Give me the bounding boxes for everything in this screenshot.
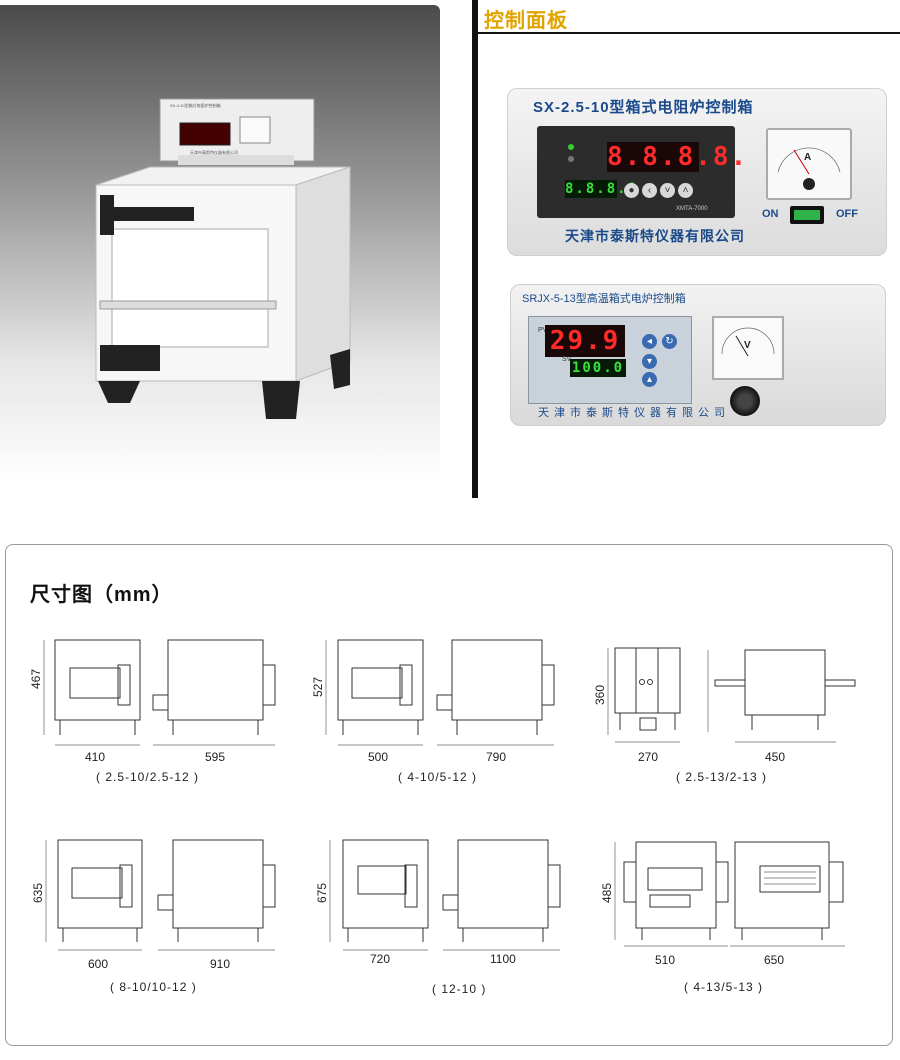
front-view-drawing	[607, 647, 681, 743]
switch-off-label: OFF	[836, 208, 858, 220]
set-key-button[interactable]: ◂	[642, 334, 657, 349]
model-code: ( 12-10 )	[432, 982, 487, 996]
height-label: 360	[593, 684, 608, 706]
width-label: 600	[88, 957, 109, 971]
depth-label: 910	[210, 957, 231, 971]
temperature-controller	[537, 126, 735, 218]
section-title: 控制面板	[484, 10, 568, 32]
dimension-panel	[5, 544, 893, 1046]
front-view-drawing	[45, 839, 143, 951]
switch-on-label: ON	[762, 208, 779, 220]
indicator-light-icon	[568, 144, 574, 150]
depth-label: 790	[486, 750, 507, 764]
front-view-drawing	[325, 639, 424, 746]
front-view-drawing	[43, 639, 141, 746]
depth-label: 650	[764, 953, 785, 967]
side-view-drawing	[707, 649, 856, 743]
side-view-drawing	[436, 639, 555, 746]
cycle-key-button[interactable]: ↻	[662, 334, 677, 349]
model-code: ( 2.5-10/2.5-12 )	[96, 770, 200, 784]
set-key-button[interactable]: ●	[624, 183, 639, 198]
small-box-company: 天津市泰斯特仪器有限公司	[190, 150, 238, 155]
controller-model: XMTA-7000	[676, 206, 708, 212]
height-label: 527	[311, 676, 326, 698]
adjust-knob-icon[interactable]	[730, 386, 760, 416]
depth-label: 595	[205, 750, 226, 764]
product-photo: SX-4-10型箱式电阻炉控制箱 天津市泰斯特仪器有限公司	[0, 5, 440, 481]
front-view-drawing	[614, 841, 729, 947]
indicator-light-icon	[568, 156, 574, 162]
depth-label: 1100	[490, 952, 516, 966]
power-switch[interactable]	[790, 206, 824, 224]
model-code: ( 2.5-13/2-13 )	[676, 770, 768, 784]
left-key-button[interactable]: ‹	[642, 183, 657, 198]
down-key-button[interactable]: ▾	[642, 354, 657, 369]
model-code: ( 4-13/5-13 )	[684, 980, 764, 994]
ammeter-unit: A	[804, 152, 812, 163]
up-key-button[interactable]: ▴	[642, 372, 657, 387]
down-key-button[interactable]: ˅	[660, 183, 675, 198]
voltmeter-unit: V	[744, 340, 751, 351]
model-code: ( 4-10/5-12 )	[398, 770, 478, 784]
title-underline	[478, 32, 900, 34]
height-label: 485	[600, 882, 615, 904]
width-label: 410	[85, 750, 106, 764]
vertical-divider	[472, 0, 478, 498]
model-code: ( 8-10/10-12 )	[110, 980, 197, 994]
height-label: 675	[315, 882, 330, 904]
height-label: 467	[29, 668, 44, 690]
sv-label: SV	[562, 356, 572, 363]
height-label: 635	[31, 882, 46, 904]
small-box-label: SX-4-10型箱式电阻炉控制箱	[170, 103, 221, 108]
side-view-drawing	[157, 839, 276, 951]
side-view-drawing	[442, 839, 561, 951]
pv-display: 29.9	[545, 325, 625, 357]
meter-dial-icon	[721, 327, 775, 357]
width-label: 270	[638, 750, 659, 764]
ammeter: A	[766, 128, 852, 200]
voltmeter: V	[712, 316, 784, 380]
side-view-drawing	[152, 639, 276, 746]
up-key-button[interactable]: ˄	[678, 183, 693, 198]
depth-label: 450	[765, 750, 786, 764]
dimension-title: 尺寸图（mm）	[30, 584, 173, 606]
front-view-drawing	[329, 839, 429, 951]
width-label: 500	[368, 750, 389, 764]
side-view-drawing	[730, 841, 845, 947]
control-box-1-title: SX-2.5-10型箱式电阻炉控制箱	[533, 99, 754, 116]
control-box-2-company: 天津市泰斯特仪器有限公司	[538, 407, 730, 419]
meter-dial-icon	[777, 147, 841, 190]
width-label: 510	[655, 953, 676, 967]
control-box-1-company: 天津市泰斯特仪器有限公司	[565, 228, 745, 244]
furnace-illustration	[95, 98, 351, 419]
sv-display: 100.0	[570, 359, 626, 377]
control-box-2-title: SRJX-5-13型高温箱式电炉控制箱	[522, 293, 686, 305]
width-label: 720	[370, 952, 391, 966]
pv-label: PV	[538, 327, 548, 334]
